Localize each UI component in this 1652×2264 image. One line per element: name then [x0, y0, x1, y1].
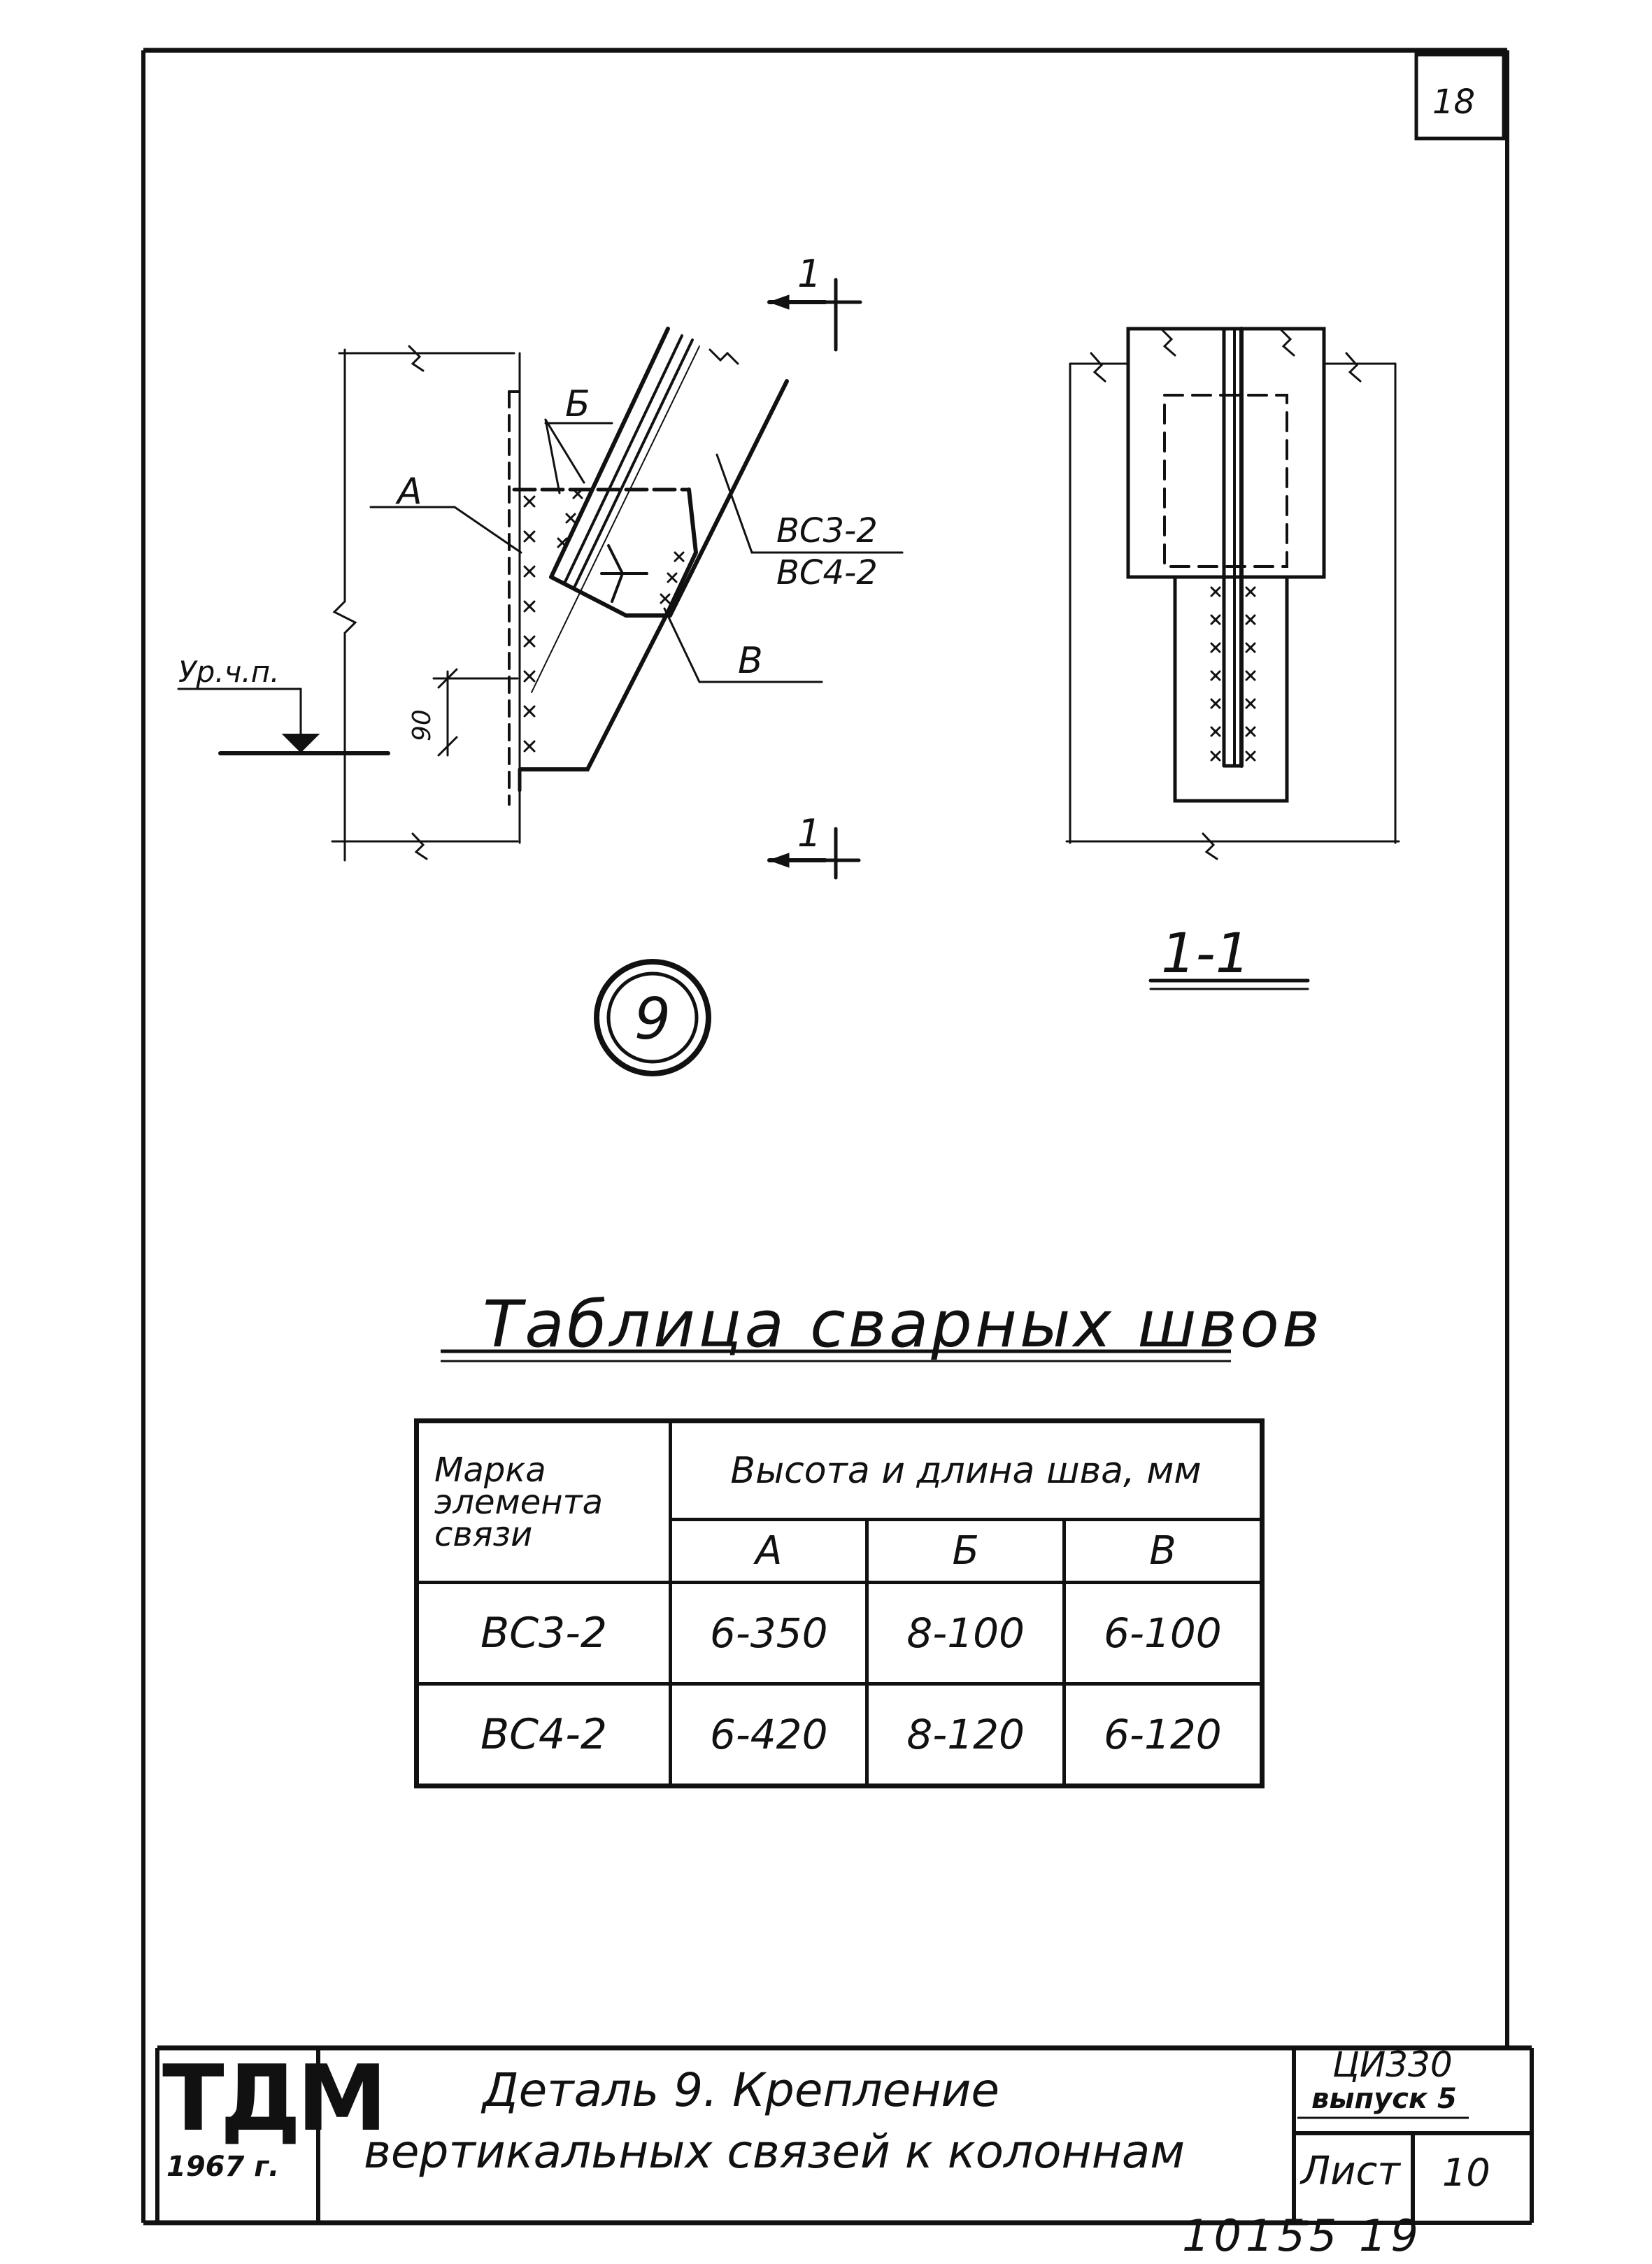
- label-mark-bottom: ВС4-2: [776, 553, 878, 592]
- label-b: Б: [565, 383, 590, 425]
- header-col-v: В: [1062, 1518, 1265, 1584]
- cell-value: 6-100: [1062, 1581, 1265, 1686]
- header-mark: Марка элемента связи: [415, 1419, 672, 1584]
- title-block-sheet-label: Лист: [1301, 2149, 1400, 2194]
- sheet-frame: [141, 48, 1509, 2226]
- title-block-title-line2: вертикальных связей к колоннам: [364, 2125, 1185, 2179]
- header-col-b: Б: [865, 1518, 1066, 1584]
- label-mark-top: ВС3-2: [776, 511, 878, 550]
- title-block-logo: ТДМ: [162, 2045, 387, 2151]
- title-block-code: ЦИ330: [1332, 2044, 1453, 2085]
- title-block-sheet-value: 10: [1442, 2151, 1490, 2195]
- callout-number: 9: [634, 986, 671, 1053]
- cell-value: 8-120: [865, 1682, 1066, 1788]
- row-mark: ВС4-2: [415, 1682, 672, 1788]
- row-mark: ВС3-2: [415, 1581, 672, 1686]
- header-col-a: А: [668, 1518, 869, 1584]
- weld-table-title: Таблица сварных швов: [483, 1287, 1323, 1362]
- table-row: ВС4-2 6-420 8-120 6-120: [415, 1682, 1265, 1788]
- table-row: ВС3-2 6-350 8-100 6-100: [415, 1581, 1265, 1686]
- section-mark-bottom: 1: [797, 811, 821, 855]
- header-group: Высота и длина шва, мм: [669, 1419, 1264, 1521]
- section-1-1: [1065, 327, 1400, 990]
- title-block-year: 1967 г.: [166, 2151, 280, 2183]
- table-title-underline: [441, 1349, 1231, 1362]
- label-v: В: [738, 640, 763, 682]
- label-dimension: 90: [408, 709, 436, 741]
- sheet-corner-number: 18: [1432, 83, 1476, 122]
- detail-labels: Б А ВС3-2 ВС4-2 В Ур.ч.п. 90 1 1: [178, 252, 878, 855]
- title-block-frame: [155, 2045, 1534, 2225]
- cell-value: 6-420: [668, 1682, 869, 1788]
- cell-value: 6-350: [668, 1581, 869, 1686]
- cell-value: 8-100: [865, 1581, 1066, 1686]
- section-title: 1-1: [1161, 923, 1250, 985]
- archive-number: 10155 19: [1182, 2210, 1423, 2261]
- detail-callout: 9: [594, 959, 711, 1076]
- label-floor-level: Ур.ч.п.: [178, 655, 280, 689]
- title-block-title-line1: Деталь 9. Крепление: [483, 2063, 1000, 2117]
- cell-value: 6-120: [1062, 1682, 1265, 1788]
- label-a: А: [395, 471, 422, 513]
- detail-elevation: [177, 278, 904, 880]
- title-block-issue: выпуск 5: [1311, 2083, 1457, 2115]
- section-mark-top: 1: [797, 252, 821, 296]
- weld-table: Марка элемента связи Высота и длина шва,…: [414, 1418, 1265, 1788]
